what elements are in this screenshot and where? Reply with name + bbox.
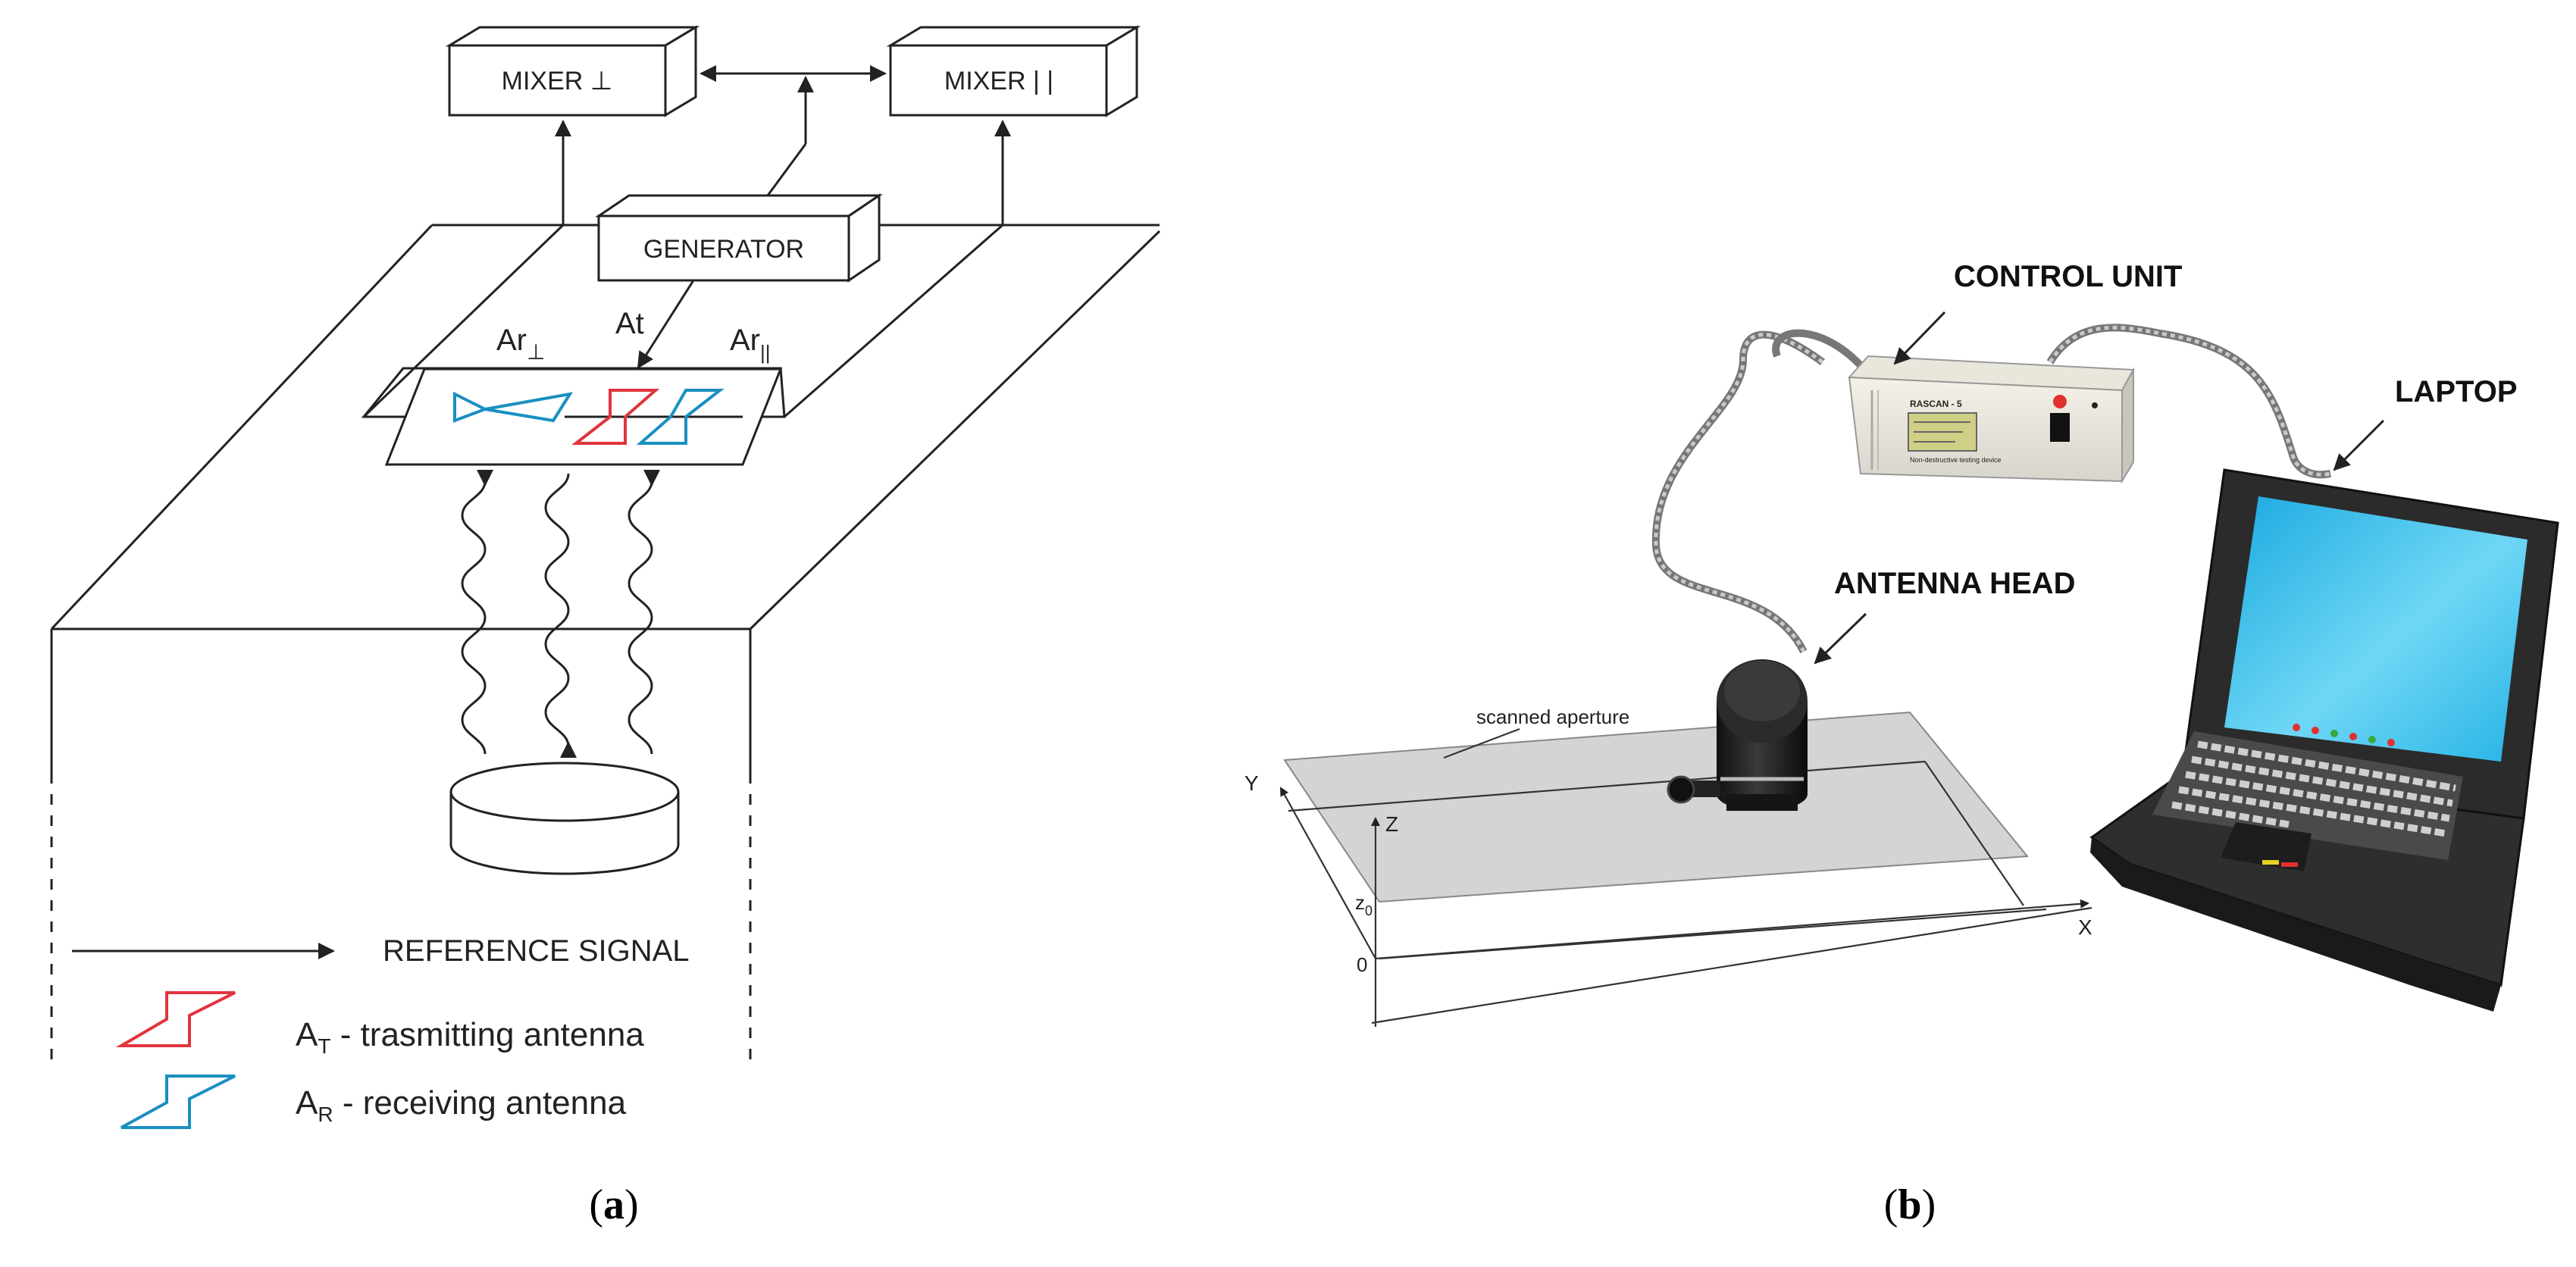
caption-b-open: ( <box>1884 1181 1898 1228</box>
laptop-touchpad <box>2221 822 2312 871</box>
cables <box>1651 324 2331 654</box>
laptop-status-leds <box>2293 724 2395 746</box>
axis-origin-label: 0 <box>1357 953 1367 976</box>
laptop-screen <box>2224 496 2527 762</box>
power-led <box>2053 395 2067 408</box>
target-disc <box>449 762 680 875</box>
antenna-symbols <box>453 389 725 445</box>
legend: REFERENCE SIGNAL AT - trasmitting antenn… <box>72 934 690 1129</box>
ar-perp-subscript: ⊥ <box>527 340 545 364</box>
reference-lines <box>362 65 1011 418</box>
legend-transmit-symbol <box>115 991 236 1047</box>
antenna-plate <box>361 367 786 466</box>
caption-b-letter: b <box>1898 1181 1921 1228</box>
legend-r-main: A <box>296 1084 318 1122</box>
panel-b-illustration: scanned aperture Z X Y z0 0 <box>1244 260 2559 1228</box>
svg-text:(a): (a) <box>589 1181 638 1228</box>
control-unit-subtitle: Non-destructive testing device <box>1910 456 2002 464</box>
axis-x-label: X <box>2078 915 2092 939</box>
svg-text:Ar⊥: Ar⊥ <box>496 324 545 364</box>
axes: Z X Y z0 0 <box>1244 771 2092 1027</box>
mixer-par-box: MIXER | | <box>886 25 1141 117</box>
legend-r-rest: - receiving antenna <box>333 1084 627 1122</box>
generator-label: GENERATOR <box>643 235 804 264</box>
caption-a-letter: a <box>603 1181 624 1228</box>
ar-par-label: Ar <box>730 324 760 357</box>
receive-antenna-par <box>636 389 725 445</box>
legend-receive-symbol <box>121 1075 236 1129</box>
caption-b-close: ) <box>1922 1181 1936 1228</box>
wave-signals <box>461 470 660 758</box>
ar-perp-label: Ar <box>496 324 527 357</box>
legend-t-rest: - trasmitting antenna <box>330 1016 644 1053</box>
scanned-aperture-label: scanned aperture <box>1476 705 1629 728</box>
control-unit-brand: RASCAN - 5 <box>1910 399 1962 409</box>
axis-z0-label: z <box>1355 891 1365 914</box>
panel-a-diagram: MIXER ⊥ MIXER | | GENERATOR <box>50 25 1161 1228</box>
caption-a-open: ( <box>589 1181 603 1228</box>
svg-text:Ar||: Ar|| <box>730 324 771 364</box>
mixer-perp-box: MIXER ⊥ <box>445 25 700 117</box>
scanned-aperture: scanned aperture <box>1283 705 2092 1025</box>
antenna-head-label: ANTENNA HEAD <box>1834 567 2076 600</box>
control-unit-label: CONTROL UNIT <box>1954 260 2182 293</box>
keyboard-keys <box>2171 740 2456 837</box>
axis-y-label: Y <box>1244 771 1259 795</box>
svg-text:z0: z0 <box>1355 891 1373 918</box>
at-label: At <box>615 307 644 340</box>
laptop <box>2089 468 2559 1012</box>
generator-box: GENERATOR <box>595 193 883 369</box>
callouts: CONTROL UNIT LAPTOP ANTENNA HEAD <box>1814 260 2518 665</box>
legend-r-sub: R <box>318 1103 333 1126</box>
legend-t-sub: T <box>318 1034 330 1058</box>
antenna-labels: Ar⊥ At Ar|| <box>496 307 771 364</box>
svg-text:AR - receiving antenna: AR - receiving antenna <box>296 1084 627 1126</box>
axis-z0-sub: 0 <box>1365 903 1373 918</box>
legend-reference-label: REFERENCE SIGNAL <box>383 934 690 968</box>
receive-antenna-perp <box>453 391 574 423</box>
ar-par-subscript: || <box>760 341 771 364</box>
svg-text:(b): (b) <box>1884 1181 1936 1228</box>
transmit-antenna <box>571 389 660 445</box>
mixer-perp-label: MIXER ⊥ <box>502 67 613 95</box>
antenna-head <box>1667 659 1808 811</box>
mixer-par-label: MIXER | | <box>944 67 1053 95</box>
caption-a-close: ) <box>624 1181 639 1228</box>
svg-text:AT - trasmitting antenna: AT - trasmitting antenna <box>296 1016 644 1058</box>
laptop-label: LAPTOP <box>2395 375 2518 408</box>
legend-t-main: A <box>296 1016 318 1053</box>
control-unit: RASCAN - 5 Non-destructive testing devic… <box>1847 355 2135 484</box>
axis-z-label: Z <box>1385 812 1398 836</box>
power-switch <box>2050 413 2070 442</box>
